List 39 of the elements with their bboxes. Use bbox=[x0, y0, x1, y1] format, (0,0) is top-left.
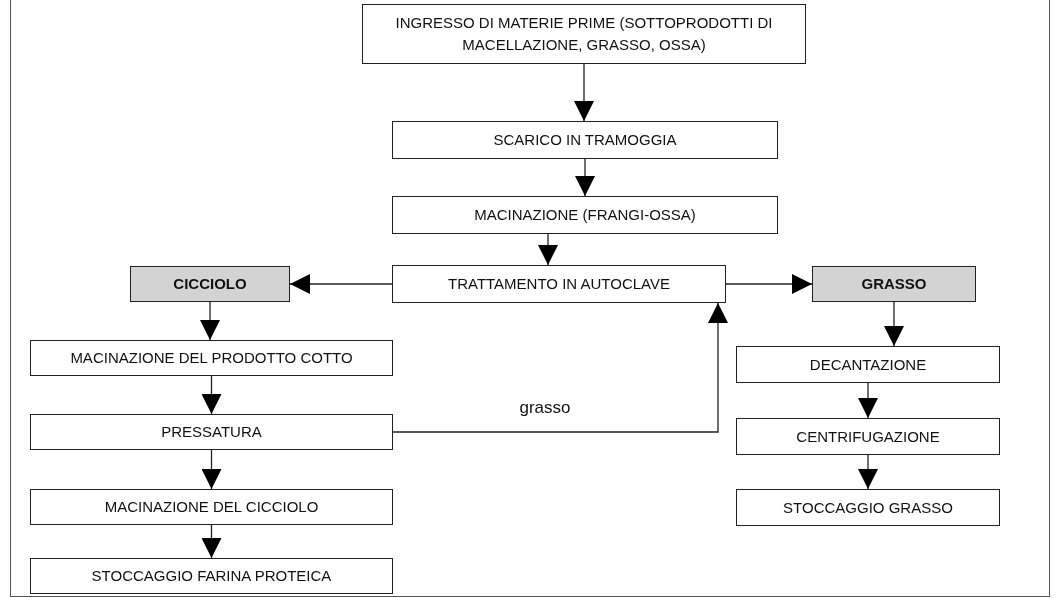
arrow bbox=[200, 301, 220, 341]
product-box bbox=[130, 266, 290, 302]
step-text: MACINAZIONE DEL PRODOTTO COTTO bbox=[70, 348, 353, 369]
process-box bbox=[736, 346, 1000, 383]
process-box bbox=[736, 489, 1000, 526]
step-text: MACINAZIONE (FRANGI-OSSA) bbox=[474, 205, 696, 226]
process-box bbox=[30, 489, 393, 525]
arrow bbox=[574, 63, 594, 122]
arrow bbox=[575, 158, 595, 197]
process-box bbox=[392, 121, 778, 159]
process-box bbox=[30, 558, 393, 594]
arrow bbox=[201, 375, 222, 415]
arrow bbox=[201, 449, 222, 490]
process-box bbox=[30, 340, 393, 376]
arrow bbox=[858, 382, 878, 419]
arrow bbox=[201, 524, 222, 559]
step-text: INGRESSO DI MATERIE PRIME (SOTTOPRODOTTI DI MACELLAZIONE, GRASSO, OSSA) bbox=[394, 13, 774, 55]
process-box bbox=[362, 4, 806, 64]
step-text: CICCIOLO bbox=[173, 274, 247, 295]
step-text: SCARICO IN TRAMOGGIA bbox=[493, 130, 677, 151]
step-text: MACINAZIONE DEL CICCIOLO bbox=[104, 497, 319, 518]
step-text: CENTRIFUGAZIONE bbox=[796, 426, 940, 447]
step-text: PRESSATURA bbox=[161, 422, 262, 443]
arrow bbox=[858, 454, 878, 490]
process-box bbox=[30, 414, 393, 450]
arrow bbox=[725, 274, 813, 294]
arrow bbox=[538, 233, 558, 266]
arrow bbox=[289, 274, 393, 294]
process-box bbox=[392, 265, 726, 303]
step-text: STOCCAGGIO FARINA PROTEICA bbox=[91, 566, 332, 587]
process-box bbox=[392, 196, 778, 234]
arrow bbox=[392, 302, 728, 433]
arrow bbox=[884, 301, 904, 347]
step-text: STOCCAGGIO GRASSO bbox=[783, 497, 953, 518]
process-box bbox=[736, 418, 1000, 455]
product-box bbox=[812, 266, 976, 302]
step-text: GRASSO bbox=[861, 274, 927, 295]
step-text: DECANTAZIONE bbox=[809, 354, 927, 375]
step-text: TRATTAMENTO IN AUTOCLAVE bbox=[448, 274, 670, 295]
